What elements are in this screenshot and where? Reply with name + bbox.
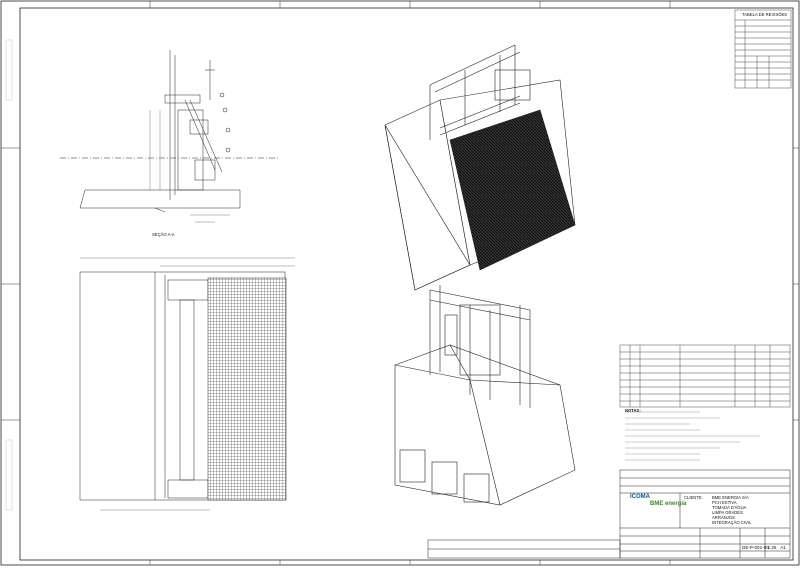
title-line-1: PCH ESTIVA <box>712 500 737 505</box>
client-name: BME ENERGIA S/A <box>712 495 749 500</box>
isometric-view-bottom <box>394 285 576 506</box>
bill-of-materials <box>619 344 791 408</box>
section-label: SEÇÃO A-A <box>152 232 175 237</box>
side-elevation-view <box>60 50 280 223</box>
logo-icoma: ICOMA <box>630 494 650 500</box>
title-line-2: TOMADA D'ÁGUA <box>712 505 747 510</box>
logo-bme: BME energia <box>650 501 687 507</box>
scale: 1:25 <box>767 545 777 550</box>
title-line-4: ARRANJOS <box>712 515 735 520</box>
title-block <box>427 469 791 559</box>
notes-header: NOTAS: <box>625 408 641 413</box>
title-line-5: INTEGRAÇÃO CIVIL <box>712 520 752 525</box>
sheet-size: A1 <box>780 545 786 550</box>
title-line-3: LIMPA GRADES <box>712 510 743 515</box>
drawing-number: DE-P-001-00 <box>742 545 769 550</box>
revisions-table <box>734 9 792 89</box>
notes-lines <box>625 411 760 461</box>
client-label: CLIENTE <box>684 495 702 500</box>
revisions-header: TABELA DE REVISÕES <box>742 12 788 17</box>
isometric-view-top <box>384 44 576 291</box>
plan-view <box>79 257 295 511</box>
left-margin-text <box>5 39 13 511</box>
